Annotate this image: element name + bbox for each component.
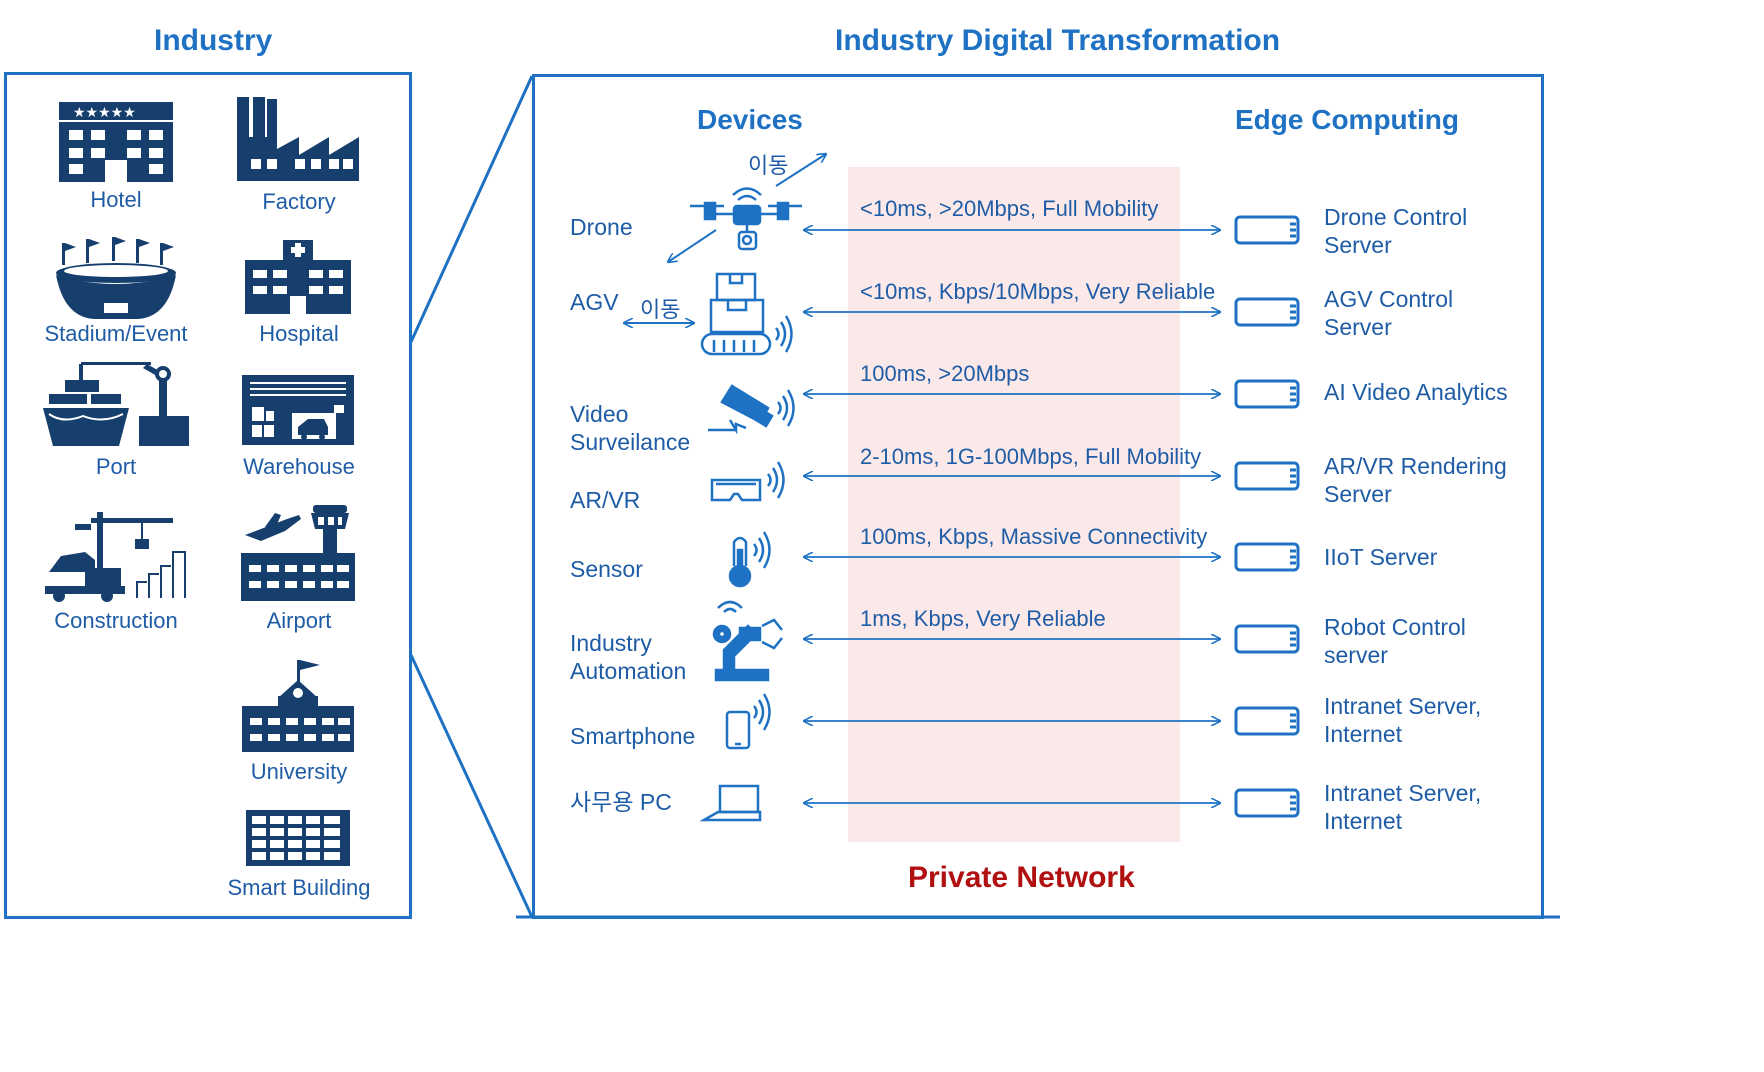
server-label-agv-2: Server — [1324, 314, 1392, 340]
edge-computing-header: Edge Computing — [1235, 104, 1459, 135]
server-label-drone-2: Server — [1324, 232, 1392, 258]
device-label-office-pc: 사무용 PC — [570, 789, 672, 815]
industry-title: Industry — [154, 24, 273, 57]
stadium-icon — [56, 237, 176, 319]
hotel-icon: ★★★★★ — [59, 102, 173, 182]
robot-arm-icon — [712, 600, 783, 682]
industry-label-smart-building: Smart Building — [227, 875, 371, 900]
factory-icon — [237, 97, 359, 181]
server-label-automation-2: server — [1324, 642, 1388, 668]
server-label-smartphone-2: Internet — [1324, 721, 1402, 747]
server-icon-arvr — [1234, 461, 1300, 491]
device-label-video: Video — [570, 401, 629, 427]
industry-label-factory: Factory — [262, 189, 336, 214]
drone-move-arrow-2 — [668, 229, 717, 262]
spec-automation: 1ms, Kbps, Very Reliable — [860, 606, 1106, 631]
server-label-office-pc: Intranet Server, — [1324, 780, 1482, 806]
spec-agv: <10ms, Kbps/10Mbps, Very Reliable — [860, 279, 1216, 304]
spec-arvr: 2-10ms, 1G-100Mbps, Full Mobility — [860, 444, 1202, 469]
transformation-title: Industry Digital Transformation — [835, 24, 1281, 57]
airport-icon — [241, 505, 355, 601]
transformation-panel — [532, 74, 1544, 919]
device-label-automation: Industry — [570, 630, 652, 656]
warehouse-icon — [242, 375, 354, 445]
industry-label-hotel: Hotel — [90, 187, 142, 212]
industry-panel — [4, 72, 412, 919]
server-icon-office-pc — [1234, 788, 1300, 818]
device-label-video-2: Surveilance — [570, 429, 691, 455]
camera-icon — [708, 384, 795, 435]
port-icon — [43, 362, 189, 446]
university-icon — [242, 660, 354, 752]
device-label-smartphone: Smartphone — [570, 723, 696, 749]
server-icon-drone — [1234, 215, 1300, 245]
server-icon-smartphone — [1234, 706, 1300, 736]
industry-label-airport: Airport — [266, 608, 332, 633]
server-label-agv: AGV Control — [1324, 286, 1454, 312]
industry-label-stadium: Stadium/Event — [44, 321, 188, 346]
server-icon-automation — [1234, 624, 1300, 654]
laptop-icon — [699, 784, 762, 822]
server-icon-agv — [1234, 297, 1300, 327]
vr-headset-icon — [710, 461, 785, 502]
industry-label-port: Port — [95, 454, 137, 479]
hospital-icon — [245, 240, 351, 314]
smartphone-icon — [725, 693, 771, 750]
industry-label-construction: Construction — [54, 608, 178, 633]
drone-move-arrow — [775, 154, 826, 187]
server-label-automation: Robot Control — [1324, 614, 1466, 640]
server-label-arvr: AR/VR Rendering — [1324, 453, 1507, 479]
device-label-agv: AGV — [570, 289, 619, 315]
device-label-automation-2: Automation — [570, 658, 687, 684]
private-network-label: Private Network — [908, 861, 1135, 894]
smart-building-icon — [246, 810, 350, 866]
device-label-sensor: Sensor — [570, 556, 643, 582]
server-label-drone: Drone Control — [1324, 204, 1468, 230]
agv-move-label: 이동 — [640, 297, 681, 322]
server-label-sensor: IIoT Server — [1324, 544, 1438, 570]
thermometer-icon — [728, 531, 771, 588]
devices-header: Devices — [697, 104, 803, 135]
spec-drone: <10ms, >20Mbps, Full Mobility — [860, 196, 1159, 221]
private-network-band — [848, 167, 1180, 842]
industry-label-warehouse: Warehouse — [243, 454, 355, 479]
construction-icon — [45, 512, 186, 602]
spec-sensor: 100ms, Kbps, Massive Connectivity — [860, 524, 1208, 549]
drone-icon — [690, 187, 802, 251]
server-label-arvr-2: Server — [1324, 481, 1392, 507]
spec-video: 100ms, >20Mbps — [860, 361, 1030, 386]
drone-move-label: 이동 — [748, 153, 789, 178]
industry-label-hospital: Hospital — [259, 321, 339, 346]
device-label-arvr: AR/VR — [570, 487, 641, 513]
industry-label-university: University — [250, 759, 348, 784]
server-icon-sensor — [1234, 542, 1300, 572]
agv-icon — [700, 272, 793, 356]
svg-text:★★★★★: ★★★★★ — [73, 105, 136, 121]
server-label-office-pc-2: Internet — [1324, 808, 1402, 834]
server-icon-video — [1234, 379, 1300, 409]
server-label-smartphone: Intranet Server, — [1324, 693, 1482, 719]
server-label-video: AI Video Analytics — [1324, 379, 1508, 405]
device-label-drone: Drone — [570, 214, 633, 240]
